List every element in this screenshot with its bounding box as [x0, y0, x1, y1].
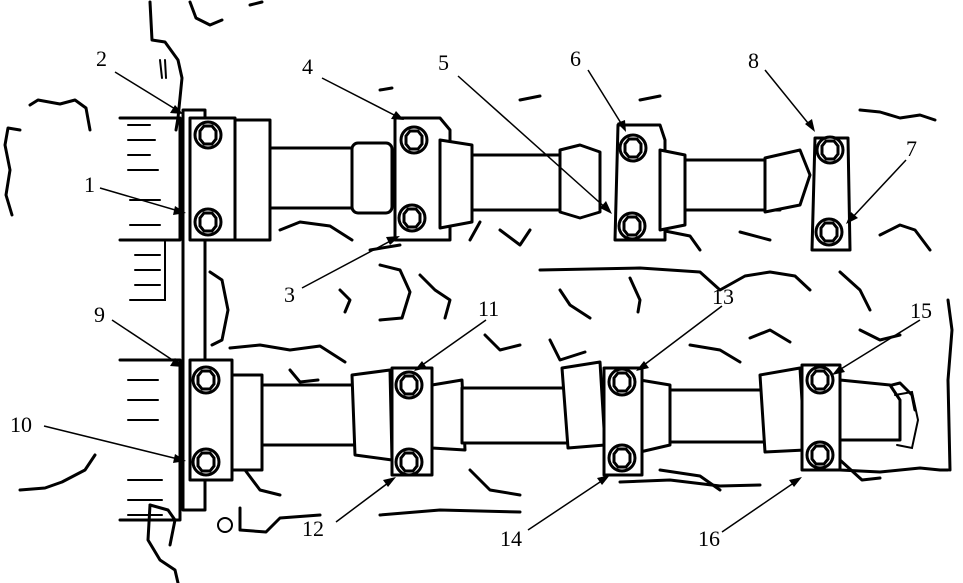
callout-7: 7	[906, 136, 917, 161]
bolt-10-icon	[191, 447, 221, 477]
callout-labels: 1 2 3 4 5 6 7 8 9 10 11 12 13 14 15 16	[10, 46, 932, 551]
bolt-5-icon	[617, 211, 647, 241]
leader-lines	[43, 69, 921, 533]
callout-1: 1	[84, 172, 95, 197]
bolt-14-icon	[607, 443, 637, 473]
callout-12: 12	[302, 516, 324, 541]
callout-16: 16	[698, 526, 720, 551]
callout-13: 13	[712, 284, 734, 309]
callout-4: 4	[302, 54, 313, 79]
callout-10: 10	[10, 412, 32, 437]
callout-9: 9	[94, 302, 105, 327]
callout-2: 2	[96, 46, 107, 71]
bolt-15-icon	[805, 365, 835, 395]
bolt-2-icon	[193, 120, 223, 150]
upper-camshaft	[188, 116, 852, 252]
bolt-4-icon	[399, 125, 429, 155]
bolt-1-icon	[193, 207, 223, 237]
bolt-11-icon	[394, 370, 424, 400]
bolt-13-icon	[607, 367, 637, 397]
bolt-8-icon	[815, 135, 845, 165]
bolt-16-icon	[805, 440, 835, 470]
bolt-7-icon	[814, 217, 844, 247]
callout-11: 11	[478, 296, 499, 321]
head-casting-contours	[217, 86, 937, 533]
callout-15: 15	[910, 298, 932, 323]
bolt-12-icon	[394, 447, 424, 477]
bolt-9-icon	[191, 365, 221, 395]
bolt-3-icon	[397, 203, 427, 233]
cylinder-head-outline	[3, 0, 954, 583]
callout-3: 3	[284, 282, 295, 307]
callout-8: 8	[748, 48, 759, 73]
callout-5: 5	[438, 50, 449, 75]
callout-6: 6	[570, 46, 581, 71]
callout-14: 14	[500, 526, 522, 551]
bolt-6-icon	[618, 133, 648, 163]
